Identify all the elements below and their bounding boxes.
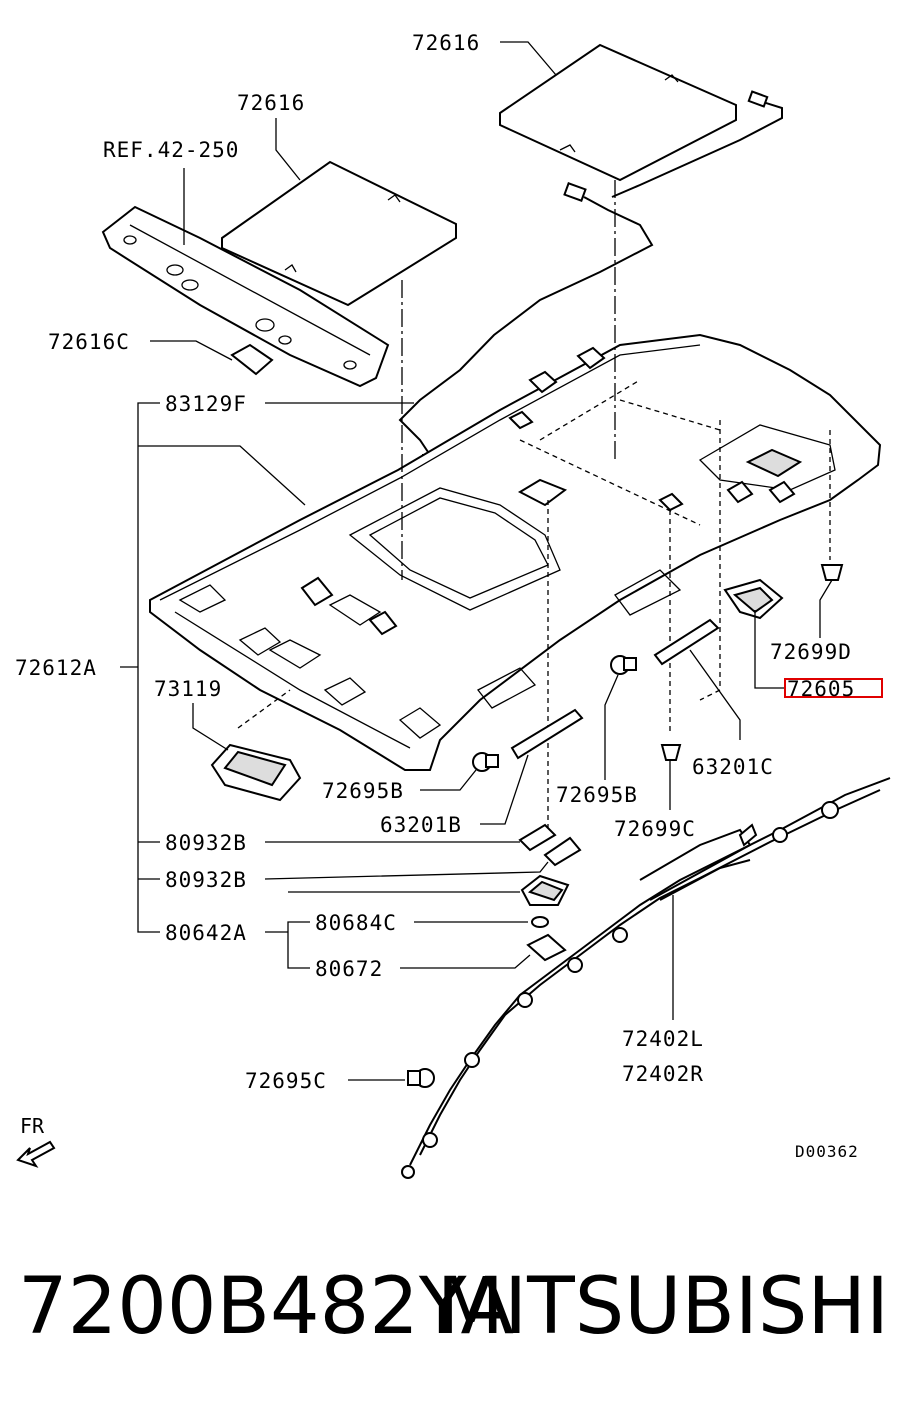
label-80642A: 80642A	[165, 921, 247, 945]
label-80672: 80672	[315, 957, 383, 981]
footer: 7200B482YA MITSUBISHI	[0, 1262, 909, 1382]
label-72605: 72605	[787, 677, 855, 701]
roof-pad-left	[221, 160, 457, 307]
label-72695B-right: 72695B	[556, 783, 638, 807]
label-72695B-left: 72695B	[322, 779, 404, 803]
leader-lines	[120, 41, 833, 1081]
label-72699C: 72699C	[614, 817, 696, 841]
curtain-airbag	[401, 777, 891, 1179]
label-fr: FR	[20, 1114, 45, 1138]
front-direction-arrow	[16, 1140, 56, 1168]
label-63201B: 63201B	[380, 813, 462, 837]
label-80932B-a: 80932B	[165, 831, 247, 855]
label-72402R: 72402R	[622, 1062, 704, 1086]
part-number: 7200B482YA	[18, 1262, 514, 1352]
highlight-box	[784, 678, 883, 698]
label-72616C: 72616C	[48, 330, 130, 354]
label-80932B-b: 80932B	[165, 868, 247, 892]
map-lamp	[210, 689, 302, 802]
label-72402L: 72402L	[622, 1027, 704, 1051]
label-83129F: 83129F	[165, 392, 247, 416]
label-73119: 73119	[154, 677, 222, 701]
headlining-parts-diagram: 72616 72616 REF.42-250 72616C 83129F 726…	[15, 31, 891, 1179]
label-72616-left: 72616	[237, 91, 305, 115]
label-72695C: 72695C	[245, 1069, 327, 1093]
label-63201C: 63201C	[692, 755, 774, 779]
label-80684C: 80684C	[315, 911, 397, 935]
small-parts	[472, 564, 844, 962]
label-72612A: 72612A	[15, 656, 97, 680]
front-header-bar	[101, 205, 390, 388]
headlining-panel	[149, 180, 882, 830]
drawing-code: D00362	[795, 1142, 859, 1161]
label-ref-42-250: REF.42-250	[103, 138, 239, 162]
label-72699D: 72699D	[770, 640, 852, 664]
brand-name: MITSUBISHI	[436, 1262, 889, 1352]
label-72616-top: 72616	[412, 31, 480, 55]
